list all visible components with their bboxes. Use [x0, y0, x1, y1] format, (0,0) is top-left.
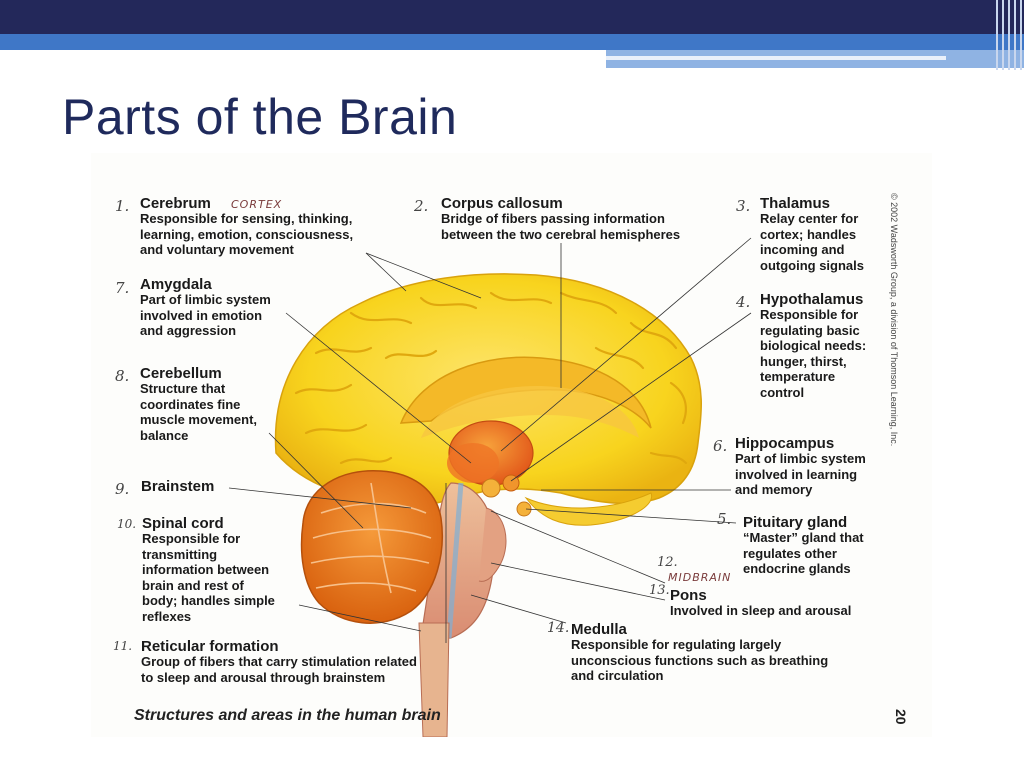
label-number: 2. [414, 197, 429, 215]
leader-lines [228, 237, 752, 643]
brain-illustration [228, 237, 752, 737]
page-number: 20 [893, 709, 909, 725]
label-number: 11. [113, 639, 133, 653]
label-number: 4. [736, 293, 751, 311]
label-title: Reticular formation [141, 638, 279, 655]
header-accent-band [0, 34, 1024, 50]
label-title: Pituitary gland [743, 514, 848, 531]
handwritten-midbrain: MIDBRAIN [668, 571, 732, 584]
label-corpus-callosum: Corpus callosum Bridge of fibers passing… [441, 196, 680, 242]
label-cerebrum: Cerebrum Responsible for sensing, thinki… [140, 196, 353, 258]
label-title: Hypothalamus [760, 291, 864, 308]
label-description: Structure that coordinates fine muscle m… [140, 381, 258, 443]
label-hypothalamus: Hypothalamus Responsible for regulating … [760, 292, 866, 400]
label-description: Part of limbic system involved in learni… [735, 451, 866, 497]
label-number: 1. [115, 197, 130, 215]
label-number: 10. [117, 517, 137, 531]
hypothalamus-shape [502, 474, 520, 492]
label-spinal-cord: Spinal cord Responsible for transmitting… [142, 516, 275, 624]
label-title: Spinal cord [142, 515, 224, 532]
label-description: Responsible for regulating largely uncon… [571, 637, 829, 683]
brain-diagram: © 2002 Wadsworth Group, a division of Th… [91, 153, 932, 737]
label-number: 14. [547, 620, 570, 636]
label-number: 13. [649, 583, 670, 598]
label-brainstem: Brainstem [141, 479, 214, 494]
label-number: 9. [115, 480, 130, 498]
label-title: Pons [670, 587, 707, 604]
label-title: Amygdala [140, 276, 212, 293]
label-title: Hippocampus [735, 435, 835, 452]
label-description: Group of fibers that carry stimulation r… [141, 654, 417, 685]
label-pons: Pons Involved in sleep and arousal [670, 588, 851, 619]
label-description: Responsible for transmitting information… [142, 531, 275, 624]
handwritten-note: CORTEX [231, 198, 283, 211]
header-stripes [994, 0, 1024, 70]
label-number: 8. [115, 367, 130, 385]
label-cerebellum: Cerebellum Structure that coordinates fi… [140, 366, 257, 443]
header-bar [0, 0, 1024, 34]
figure-caption: Structures and areas in the human brain [134, 707, 441, 724]
label-description: Relay center for cortex; handles incomin… [760, 211, 864, 273]
label-hippocampus: Hippocampus Part of limbic system involv… [735, 436, 866, 498]
label-description: “Master” gland that regulates other endo… [743, 530, 864, 576]
label-description: Responsible for sensing, thinking, learn… [140, 211, 354, 257]
label-number: 12. [657, 555, 678, 570]
label-title: Thalamus [760, 195, 831, 212]
label-title: Medulla [571, 621, 627, 638]
label-description: Responsible for regulating basic biologi… [760, 307, 867, 400]
spinal-cord-shape [418, 622, 450, 737]
copyright-notice: © 2002 Wadsworth Group, a division of Th… [889, 193, 899, 447]
label-description: Bridge of fibers passing information bet… [441, 211, 681, 242]
label-number: 3. [736, 197, 751, 215]
slide-title: Parts of the Brain [62, 89, 458, 145]
label-amygdala: Amygdala Part of limbic system involved … [140, 277, 271, 339]
label-description: Involved in sleep and arousal [670, 603, 852, 618]
label-number: 6. [713, 437, 728, 455]
label-medulla: Medulla Responsible for regulating large… [571, 622, 828, 684]
label-reticular-formation: Reticular formation Group of fibers that… [141, 639, 417, 685]
label-description: Part of limbic system involved in emotio… [140, 292, 271, 338]
label-pituitary-gland: Pituitary gland “Master” gland that regu… [743, 515, 864, 577]
label-number: 5. [717, 510, 732, 528]
label-title: Cerebellum [140, 365, 222, 382]
label-thalamus: Thalamus Relay center for cortex; handle… [760, 196, 864, 273]
label-title: Brainstem [141, 478, 215, 495]
header-accent-line [606, 56, 946, 60]
cerebrum-folds [294, 291, 688, 465]
label-title: Cerebrum [140, 195, 211, 212]
label-title: Corpus callosum [441, 195, 563, 212]
label-number: 7. [115, 279, 130, 297]
